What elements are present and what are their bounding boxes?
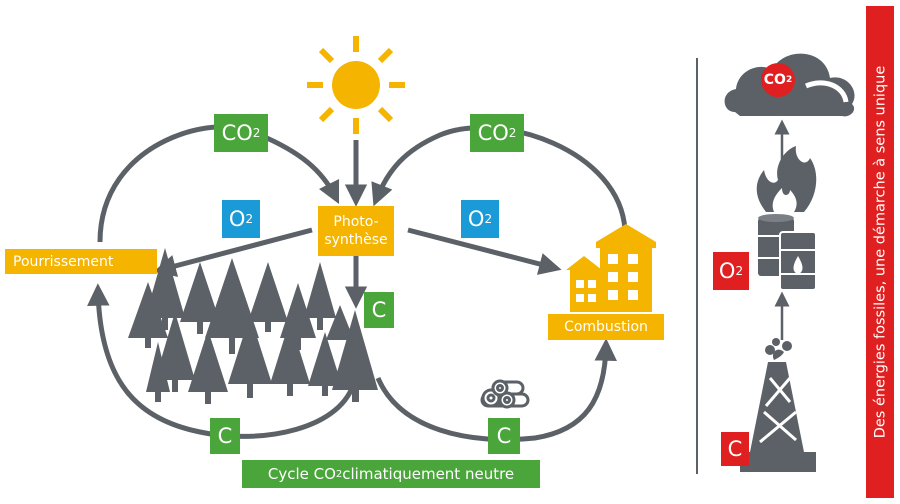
combustion-loop-arrow xyxy=(375,338,617,443)
oil-barrels-fire-icon xyxy=(756,146,817,291)
cloud-co2-badge xyxy=(761,63,795,97)
o2-left-arrow xyxy=(153,227,313,277)
fossil-side-banner-text: Des énergies fossiles, une démarche à se… xyxy=(872,65,889,439)
co2-uptake-right-arrow xyxy=(371,125,628,231)
fossil-side-banner: Des énergies fossiles, une démarche à se… xyxy=(866,6,894,498)
cycle-arrows xyxy=(87,124,628,443)
carbon-bottom-left-label: C xyxy=(210,418,240,454)
carbon-mid-label: C xyxy=(364,292,394,328)
o2-right-arrow xyxy=(407,227,562,275)
sun-icon xyxy=(307,36,405,134)
carbon-bottom-right-label: C xyxy=(488,418,520,454)
house-icon xyxy=(566,224,656,312)
decay-loop-arrow xyxy=(87,283,358,439)
photosynthesis-label: Photo-synthèse xyxy=(318,206,394,256)
oil-derrick-icon xyxy=(740,338,816,472)
combustion-label: Combustion xyxy=(548,314,664,340)
logs-icon xyxy=(480,379,530,409)
fossil-carbon-label: C xyxy=(721,432,749,466)
pourrissement-label: Pourrissement xyxy=(5,249,157,274)
forest-icon xyxy=(128,248,378,404)
